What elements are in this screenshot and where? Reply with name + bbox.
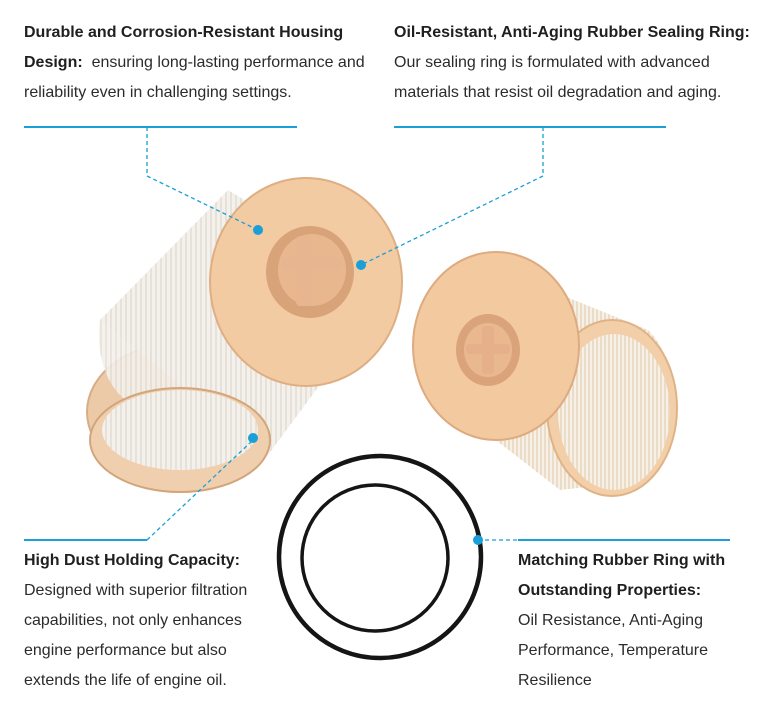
feature-dust-capacity-desc-3: engine performance but also [24,642,227,659]
feature-rubber-ring-title-1: Matching Rubber Ring with [518,552,726,569]
feature-dust-capacity-desc-2: capabilities, not only enhances [24,612,242,629]
feature-sealing-ring-desc-1: Our sealing ring is formulated with adva… [394,54,710,71]
feature-sealing-ring: Oil-Resistant, Anti-Aging Rubber Sealing… [394,18,764,108]
feature-sealing-ring-title: Oil-Resistant, Anti-Aging Rubber Sealing… [394,24,750,41]
feature-rubber-ring-title-2: Outstanding Properties: [518,582,702,599]
callout-dots [248,225,483,545]
feature-dust-capacity-desc-1: Designed with superior filtration [24,582,248,599]
filter-left [86,177,403,493]
feature-rubber-ring-desc-1: Oil Resistance, Anti-Aging [518,612,703,629]
callout-lines [24,126,730,541]
feature-rubber-ring-desc-2: Performance, Temperature [518,642,709,659]
feature-dust-capacity-desc-4: extends the life of engine oil. [24,672,227,689]
feature-housing: Durable and Corrosion-Resistant Housing … [24,18,384,108]
feature-rubber-ring: Matching Rubber Ring with Outstanding Pr… [518,546,758,696]
rubber-rings [276,453,484,661]
feature-housing-desc-2: reliability even in challenging settings… [24,84,292,101]
feature-dust-capacity-title: High Dust Holding Capacity: [24,552,240,569]
feature-housing-title-tail: Design: [24,54,83,71]
filter-right [412,251,678,497]
feature-sealing-ring-desc-2: materials that resist oil degradation an… [394,84,722,101]
feature-rubber-ring-desc-3: Resilience [518,672,592,689]
feature-dust-capacity: High Dust Holding Capacity: Designed wit… [24,546,284,696]
feature-housing-title: Durable and Corrosion-Resistant Housing [24,24,344,41]
feature-housing-desc-1: ensuring long-lasting performance and [91,54,365,71]
